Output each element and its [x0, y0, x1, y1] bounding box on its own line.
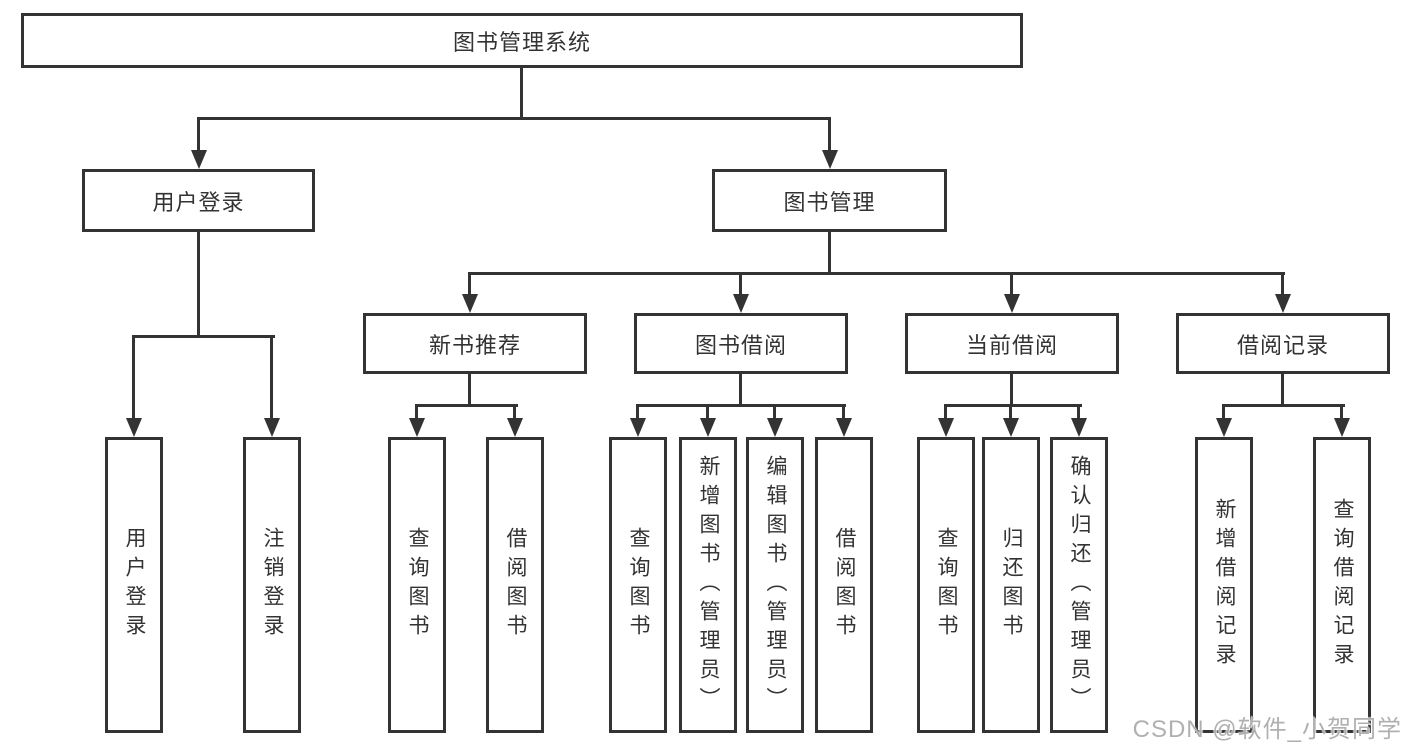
connector-drop-new-book: [468, 272, 471, 296]
leaf-edit-books-admin: 编辑图书（管理员）: [746, 437, 804, 733]
connector-drop-leaf: [415, 404, 418, 420]
node-label: 图书借阅: [694, 332, 787, 358]
connector-trunk-new-book: [468, 374, 471, 407]
connector-trunk-root: [520, 68, 523, 119]
connector-drop-leaf: [513, 404, 516, 420]
arrow-down-icon: [938, 418, 954, 437]
connector-drop-leaf: [706, 404, 709, 420]
connector-trunk-borrow-records: [1281, 374, 1284, 407]
connector-drop-leaf: [1077, 404, 1080, 420]
arrow-down-icon: [1216, 418, 1232, 437]
leaf-query-borrow-record: 查询借阅记录: [1313, 437, 1371, 733]
arrow-down-icon: [264, 418, 280, 437]
node-label: 新增借阅记录: [1213, 498, 1236, 672]
arrow-down-icon: [1334, 418, 1350, 437]
connector-trunk-book-borrow: [739, 374, 742, 407]
node-label: 借阅图书: [833, 527, 856, 643]
connector-drop-leaf: [636, 404, 639, 420]
node-label: 确认归还（管理员）: [1068, 454, 1091, 716]
node-book-management: 图书管理: [712, 169, 947, 232]
node-label: 查询借阅记录: [1331, 498, 1354, 672]
arrow-down-icon: [630, 418, 646, 437]
node-borrowing-records: 借阅记录: [1176, 313, 1390, 374]
arrow-down-icon: [191, 150, 207, 169]
connector-rail-current-borrow: [944, 404, 1082, 407]
leaf-logout: 注销登录: [243, 437, 301, 733]
leaf-confirm-return-admin: 确认归还（管理员）: [1050, 437, 1108, 733]
node-library-management-system: 图书管理系统: [21, 13, 1023, 68]
leaf-query-books-borrow: 查询图书: [609, 437, 667, 733]
connector-rail-level3: [468, 272, 1285, 275]
leaf-query-books-recommend: 查询图书: [388, 437, 446, 733]
leaf-add-books-admin: 新增图书（管理员）: [679, 437, 737, 733]
connector-drop-user-login: [197, 117, 200, 151]
connector-drop-leaf: [1009, 404, 1012, 420]
node-label: 用户登录: [152, 189, 245, 215]
node-label: 图书管理系统: [452, 29, 591, 55]
arrow-down-icon: [822, 150, 838, 169]
arrow-down-icon: [700, 418, 716, 437]
arrow-down-icon: [507, 418, 523, 437]
connector-rail-borrow-records: [1222, 404, 1345, 407]
connector-drop-leaf: [1340, 404, 1343, 420]
leaf-return-books: 归还图书: [982, 437, 1040, 733]
node-label: 图书管理: [783, 189, 876, 215]
connector-drop-leaf: [132, 335, 135, 419]
leaf-borrow-books-recommend: 借阅图书: [486, 437, 544, 733]
node-label: 查询图书: [406, 527, 429, 643]
connector-rail-book-borrow: [636, 404, 846, 407]
node-label: 注销登录: [261, 527, 284, 643]
connector-drop-leaf: [944, 404, 947, 420]
connector-drop-leaf: [270, 335, 273, 419]
connector-rail-new-book: [415, 404, 518, 407]
connector-drop-leaf: [842, 404, 845, 420]
leaf-query-books-current: 查询图书: [917, 437, 975, 733]
arrow-down-icon: [1004, 294, 1020, 313]
leaf-add-borrow-record: 新增借阅记录: [1195, 437, 1253, 733]
node-new-book-recommendation: 新书推荐: [363, 313, 587, 374]
node-label: 新增图书（管理员）: [697, 454, 720, 716]
arrow-down-icon: [1003, 418, 1019, 437]
arrow-down-icon: [1071, 418, 1087, 437]
connector-drop-current-borrow: [1010, 272, 1013, 296]
connector-drop-leaf: [1222, 404, 1225, 420]
node-label: 查询图书: [935, 527, 958, 643]
connector-trunk-current-borrow: [1010, 374, 1013, 407]
arrow-down-icon: [126, 418, 142, 437]
node-label: 编辑图书（管理员）: [764, 454, 787, 716]
node-label: 归还图书: [1000, 527, 1023, 643]
node-label: 借阅记录: [1236, 332, 1329, 358]
connector-drop-book-management: [828, 117, 831, 151]
connector-rail-level2: [197, 117, 831, 120]
arrow-down-icon: [767, 418, 783, 437]
arrow-down-icon: [409, 418, 425, 437]
arrow-down-icon: [733, 294, 749, 313]
node-label: 查询图书: [627, 527, 650, 643]
node-user-login: 用户登录: [82, 169, 315, 232]
connector-drop-book-borrow: [739, 272, 742, 296]
leaf-borrow-books: 借阅图书: [815, 437, 873, 733]
connector-trunk-user-login: [197, 232, 200, 338]
watermark: CSDN @软件_小贺同学: [1132, 716, 1402, 743]
leaf-user-login: 用户登录: [105, 437, 163, 733]
node-label: 借阅图书: [504, 527, 527, 643]
node-book-borrowing: 图书借阅: [634, 313, 848, 374]
arrow-down-icon: [462, 294, 478, 313]
connector-trunk-book-management: [828, 232, 831, 275]
connector-drop-borrow-records: [1281, 272, 1284, 296]
connector-drop-leaf: [773, 404, 776, 420]
arrow-down-icon: [836, 418, 852, 437]
connector-rail-user-login: [132, 335, 275, 338]
node-current-borrowing: 当前借阅: [905, 313, 1119, 374]
node-label: 当前借阅: [965, 332, 1058, 358]
arrow-down-icon: [1275, 294, 1291, 313]
node-label: 新书推荐: [428, 332, 521, 358]
node-label: 用户登录: [123, 527, 146, 643]
